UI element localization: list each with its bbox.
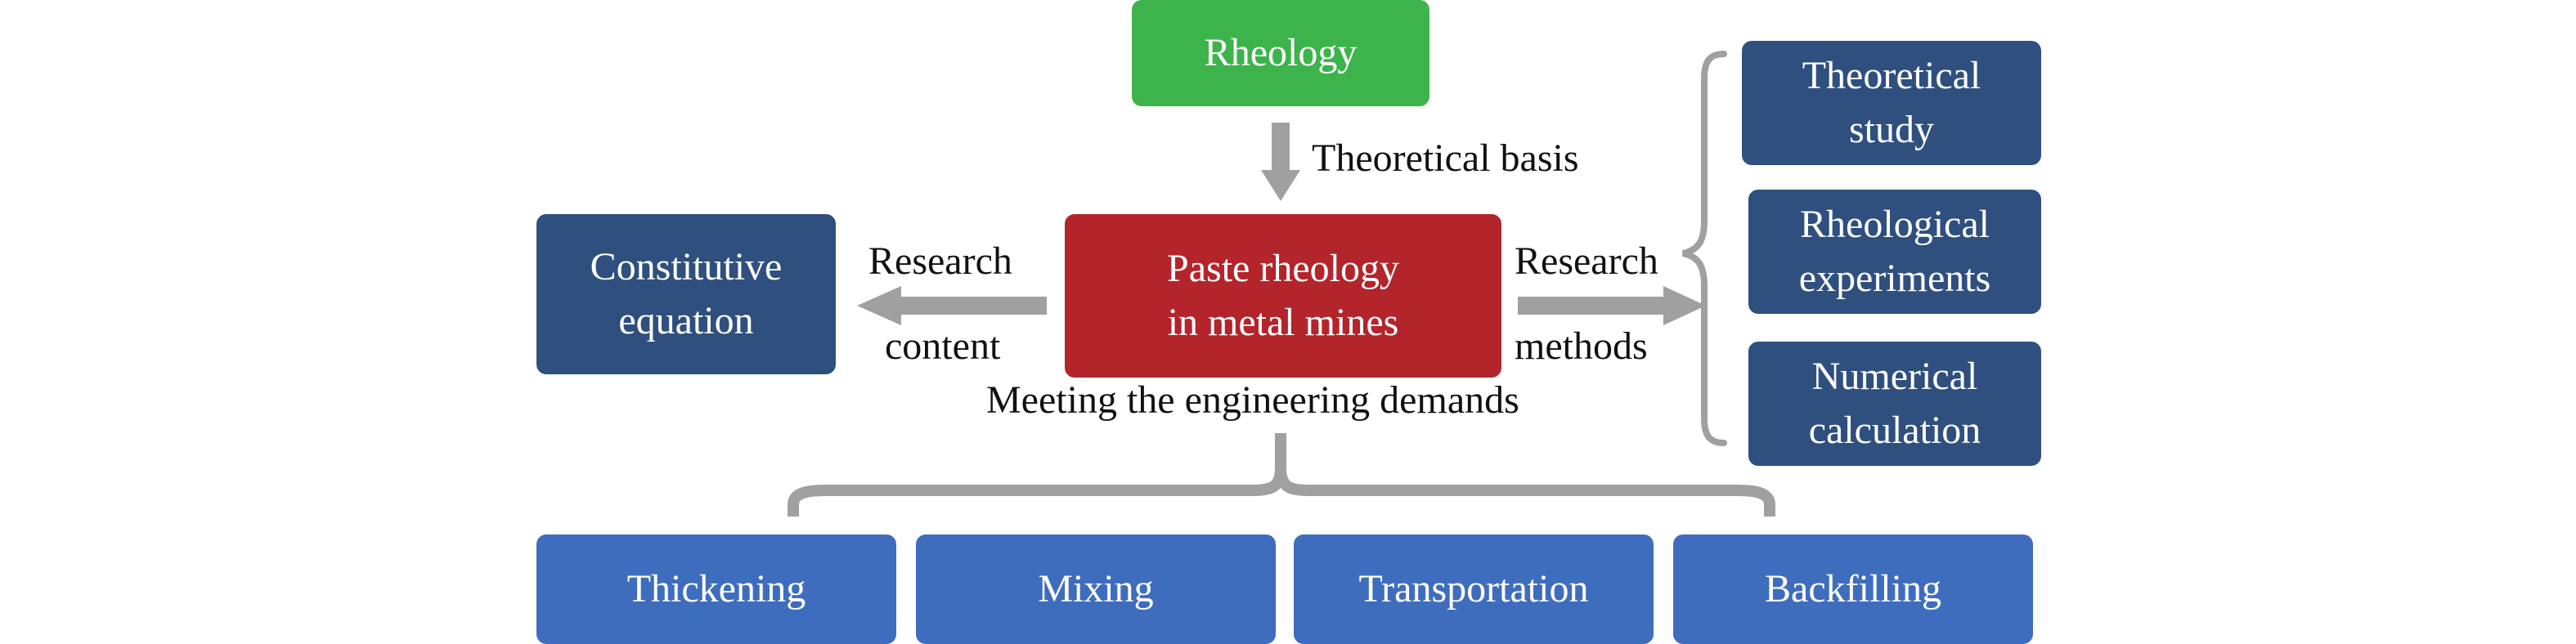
research-content-arrow (857, 286, 1047, 325)
research-content-label-line1: Research (868, 239, 1012, 283)
rheology-box: Rheology (1132, 0, 1429, 106)
rheological-experiments-line1: Rheological (1800, 203, 1990, 246)
mixing-box: Mixing (916, 534, 1276, 644)
paste-rheology-line1: Paste rheology (1167, 247, 1399, 290)
constitutive-line2: equation (618, 299, 754, 342)
methods-curly-brace (1681, 51, 1727, 446)
research-content-label-line2: content (885, 324, 1001, 368)
rheology-label: Rheology (1204, 31, 1358, 74)
research-methods-label-line1: Research (1515, 239, 1658, 283)
numerical-calculation-line1: Numerical (1811, 355, 1978, 398)
mixing-label: Mixing (1038, 567, 1154, 610)
transportation-label: Transportation (1358, 567, 1589, 610)
constitutive-equation-box: Constitutive equation (536, 214, 836, 374)
theoretical-study-line1: Theoretical (1802, 54, 1981, 97)
theoretical-basis-arrow (1261, 123, 1300, 201)
paste-rheology-line2: in metal mines (1167, 301, 1399, 344)
backfilling-label: Backfilling (1765, 567, 1941, 610)
backfilling-box: Backfilling (1673, 534, 2033, 644)
theoretical-study-box: Theoretical study (1742, 41, 2041, 165)
constitutive-line1: Constitutive (590, 245, 783, 288)
thickening-label: Thickening (626, 567, 806, 610)
numerical-calculation-line2: calculation (1808, 409, 1981, 452)
engineering-brace (788, 433, 1775, 517)
research-methods-label-line2: methods (1515, 324, 1648, 368)
paste-rheology-box: Paste rheology in metal mines (1065, 214, 1501, 378)
theoretical-basis-label: Theoretical basis (1312, 136, 1579, 180)
theoretical-study-line2: study (1848, 108, 1934, 151)
rheological-experiments-box: Rheological experiments (1748, 190, 2041, 314)
engineering-demands-label: Meeting the engineering demands (986, 378, 1519, 422)
research-methods-arrow (1518, 286, 1706, 325)
transportation-box: Transportation (1294, 534, 1654, 644)
thickening-box: Thickening (536, 534, 896, 644)
numerical-calculation-box: Numerical calculation (1748, 342, 2041, 466)
rheological-experiments-line2: experiments (1798, 257, 1991, 300)
